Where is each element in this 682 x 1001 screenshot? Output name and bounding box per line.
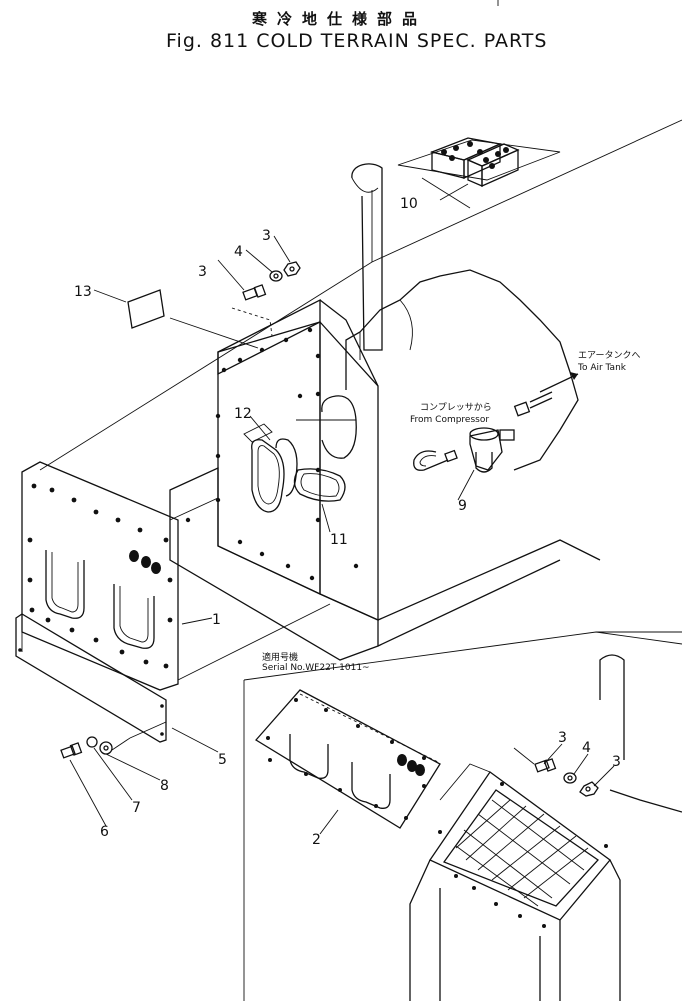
serial-note-jp: 適用号機 [262, 651, 298, 663]
leader-lines [69, 183, 615, 835]
callout-3-nut: 3 [262, 228, 271, 244]
callout-3-inset-nut: 3 [612, 754, 621, 770]
air-dryer-assembly [413, 372, 579, 473]
compressor-note-jp: コンプレッサから [420, 402, 492, 413]
callout-3-bolt: 3 [198, 264, 207, 280]
gasket-strip [15, 603, 331, 743]
battery-assembly [397, 137, 561, 209]
seal-rings [243, 423, 346, 513]
cover-plate [21, 461, 179, 691]
title-japanese: 寒冷地仕様部品 [252, 10, 428, 28]
air-tank-note-jp: エアータンクへ [578, 350, 640, 361]
air-tank-note: To Air Tank [577, 363, 627, 373]
callout-3-inset-bolt: 3 [558, 730, 567, 746]
callout-4-washer: 4 [234, 244, 243, 260]
callout-7: 7 [132, 800, 141, 816]
figure-title: Fig. 811 COLD TERRAIN SPEC. PARTS [166, 30, 548, 52]
machine-body-outline [39, 119, 682, 661]
inset-detail-panel [243, 631, 682, 1001]
lower-fasteners [60, 721, 167, 759]
callout-13: 13 [74, 284, 92, 300]
caution-plate [127, 289, 259, 349]
top-fasteners [231, 261, 301, 337]
callout-8: 8 [160, 778, 169, 794]
callout-10: 10 [400, 196, 418, 212]
callout-2: 2 [312, 832, 321, 848]
callout-6: 6 [100, 824, 109, 840]
callout-11: 11 [330, 532, 348, 548]
callout-12: 12 [234, 406, 252, 422]
flow-annotations: エアータンクへ To Air Tank コンプレッサから From Compre… [262, 350, 640, 673]
serial-number-note: Serial No.WF22T 1011~ [262, 663, 370, 673]
callout-4-inset-washer: 4 [582, 740, 591, 756]
compressor-note: From Compressor [410, 415, 489, 425]
callout-labels: 13 3 4 3 12 11 9 10 1 5 8 7 6 2 3 4 3 [74, 196, 621, 848]
callout-9: 9 [458, 498, 467, 514]
callout-5: 5 [218, 752, 227, 768]
callout-1: 1 [212, 612, 221, 628]
